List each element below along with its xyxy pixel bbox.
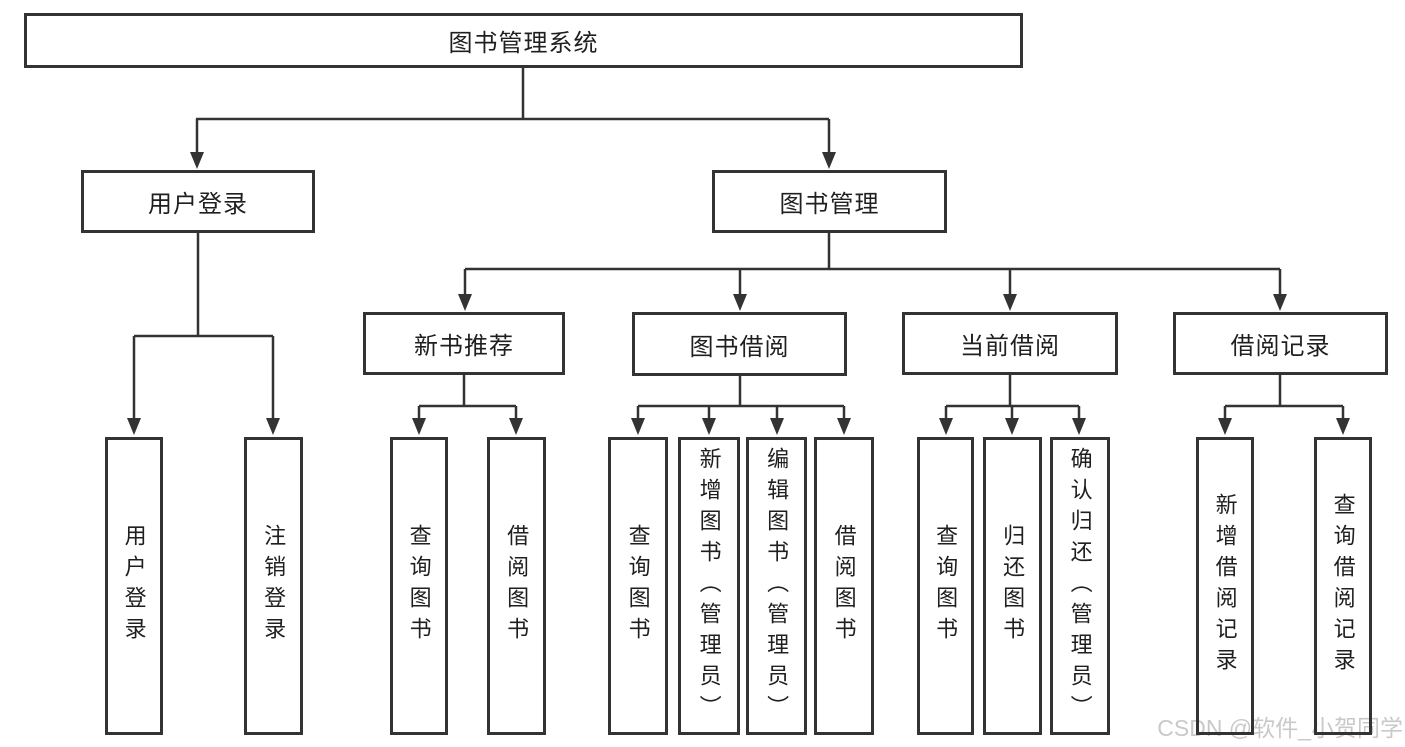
connector-borrow-records-children — [1218, 375, 1350, 435]
leaf-bb-borrow-books-label: 借阅图书 — [831, 524, 857, 648]
node-new-book-rec: 新书推荐 — [363, 312, 565, 375]
node-book-mgmt-label: 图书管理 — [779, 191, 880, 218]
leaf-br-query-record-label: 查询借阅记录 — [1330, 493, 1356, 679]
leaf-cb-query-books: 查询图书 — [917, 437, 974, 735]
leaf-user-login-label: 用户登录 — [121, 524, 147, 648]
connector-new-book-rec-children — [412, 375, 523, 435]
leaf-cb-confirm-return-admin: 确认归还（管理员） — [1050, 437, 1110, 735]
connector-book-borrow-children — [631, 376, 851, 435]
leaf-nbr-borrow-books: 借阅图书 — [487, 437, 546, 735]
connector-root-to-level2 — [190, 67, 836, 169]
leaf-cb-return-books: 归还图书 — [983, 437, 1042, 735]
leaf-cb-confirm-return-admin-label: 确认归还（管理员） — [1067, 446, 1093, 726]
node-current-borrow: 当前借阅 — [902, 312, 1118, 375]
leaf-br-add-record-label: 新增借阅记录 — [1212, 493, 1238, 679]
node-book-borrow-label: 图书借阅 — [689, 333, 790, 361]
leaf-br-query-record: 查询借阅记录 — [1314, 437, 1372, 735]
node-user-login: 用户登录 — [81, 170, 315, 233]
node-current-borrow-label: 当前借阅 — [960, 333, 1060, 360]
node-book-mgmt: 图书管理 — [712, 170, 947, 233]
node-book-borrow: 图书借阅 — [632, 312, 847, 376]
leaf-bb-edit-books-admin: 编辑图书（管理员） — [746, 437, 807, 735]
leaf-bb-borrow-books: 借阅图书 — [814, 437, 874, 735]
node-new-book-rec-label: 新书推荐 — [414, 333, 514, 360]
leaf-bb-add-books-admin: 新增图书（管理员） — [678, 437, 740, 735]
node-root-label: 图书管理系统 — [448, 30, 599, 57]
leaf-nbr-query-books-label: 查询图书 — [406, 524, 432, 648]
node-borrow-records: 借阅记录 — [1173, 312, 1388, 375]
leaf-logout: 注销登录 — [244, 437, 303, 735]
leaf-cb-return-books-label: 归还图书 — [1000, 524, 1026, 648]
leaf-br-add-record: 新增借阅记录 — [1196, 437, 1254, 735]
connector-book-mgmt-to-level3 — [458, 233, 1287, 311]
leaf-bb-query-books: 查询图书 — [608, 437, 668, 735]
leaf-bb-edit-books-admin-label: 编辑图书（管理员） — [764, 446, 790, 726]
connector-current-borrow-children — [939, 375, 1086, 435]
node-user-login-label: 用户登录 — [148, 191, 248, 218]
leaf-nbr-borrow-books-label: 借阅图书 — [504, 524, 530, 648]
leaf-cb-query-books-label: 查询图书 — [933, 524, 959, 648]
leaf-bb-add-books-admin-label: 新增图书（管理员） — [696, 446, 722, 726]
leaf-logout-label: 注销登录 — [261, 524, 287, 648]
connector-user-login-children — [127, 233, 280, 435]
leaf-user-login: 用户登录 — [105, 437, 163, 735]
node-root: 图书管理系统 — [24, 13, 1023, 68]
leaf-bb-query-books-label: 查询图书 — [625, 524, 651, 648]
leaf-nbr-query-books: 查询图书 — [390, 437, 448, 735]
node-borrow-records-label: 借阅记录 — [1230, 333, 1331, 360]
